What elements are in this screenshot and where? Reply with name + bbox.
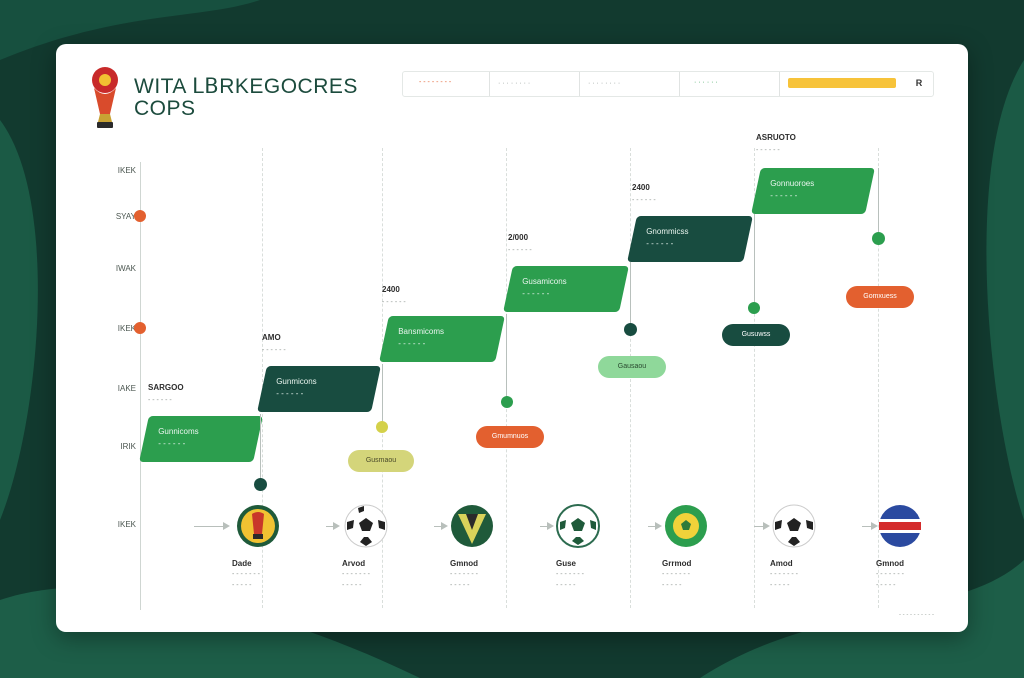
team-label: Arvod- - - - - - -- - - - - [342, 559, 370, 589]
milestone-dot [376, 421, 388, 433]
toolbar-item-2[interactable]: · · · · · · · · [489, 72, 530, 96]
stage-box[interactable]: Gnommicss - - - - - - [627, 216, 753, 262]
timeline-card: WITA 𝖫𝖡RKEGOCRES COPS - - - - - - - - · … [56, 44, 968, 632]
flow-arrow [434, 522, 448, 530]
page-title: WITA 𝖫𝖡RKEGOCRES COPS [134, 76, 358, 120]
team-label: Guse- - - - - - -- - - - - [556, 559, 584, 589]
status-pill[interactable]: Gausaou [598, 356, 666, 378]
stage-heading: SARGOO- - - - - - [148, 383, 184, 404]
y-label: IAKE [117, 384, 136, 393]
stage-box[interactable]: Gonnuoroes - - - - - - [751, 168, 875, 214]
team-label: Dade- - - - - - -- - - - - [232, 559, 260, 589]
y-label: IRIK [120, 442, 136, 451]
title-line-2: COPS [134, 97, 196, 120]
milestone-dot [501, 396, 513, 408]
toolbar-logo[interactable]: R [915, 78, 923, 88]
connector-line [754, 214, 755, 306]
milestone-dot [624, 323, 637, 336]
stage-box[interactable]: Bansmicoms - - - - - - [379, 316, 505, 362]
y-label: IWAK [115, 264, 136, 273]
grid-line [878, 148, 879, 608]
team-label: Gmnod- - - - - - -- - - - - [450, 559, 478, 589]
status-pill[interactable]: Gmumnuos [476, 426, 544, 448]
milestone-dot [872, 232, 885, 245]
world-cup-logo [92, 67, 118, 128]
toolbar-item-5[interactable] [779, 72, 896, 96]
team-label: Grrmod- - - - - - -- - - - - [662, 559, 692, 589]
footnote: - - - - - - - - - - [899, 612, 934, 618]
milestone-dot [748, 302, 760, 314]
toolbar-item-3[interactable]: · · · · · · · · [579, 72, 620, 96]
toolbar-item-1[interactable]: - - - - - - - - [419, 79, 452, 87]
yellow-ball-icon[interactable] [664, 504, 708, 548]
status-pill[interactable]: Gusmaou [348, 450, 414, 472]
soccer-ball-icon[interactable] [556, 504, 600, 548]
flag-ball-icon[interactable] [878, 504, 922, 548]
connector-line [630, 262, 631, 326]
status-pill[interactable]: Gusuwss [722, 324, 790, 346]
trophy-icon[interactable] [236, 504, 280, 548]
y-label: IKEK [117, 166, 136, 175]
connector-line [260, 414, 261, 484]
flow-arrow [862, 522, 878, 530]
stage-heading: 2400- - - - - - [382, 285, 406, 306]
y-label: SYAY [115, 212, 136, 221]
y-axis [140, 162, 141, 610]
team-label: Gmnod- - - - - - -- - - - - [876, 559, 904, 589]
team-label: Amod- - - - - - -- - - - - [770, 559, 798, 589]
striped-ball-icon[interactable] [450, 504, 494, 548]
flow-arrow [648, 522, 662, 530]
stage-box[interactable]: Gunmicons - - - - - - [257, 366, 381, 412]
milestone-dot [254, 478, 267, 491]
flow-arrow [754, 522, 770, 530]
stage-heading: ASRUOTO- - - - - - [756, 133, 796, 154]
grid-line [754, 148, 755, 608]
status-pill[interactable]: Gomxuess [846, 286, 914, 308]
grid-line [630, 148, 631, 608]
y-marker-dot [134, 322, 146, 334]
connector-line [382, 364, 383, 428]
y-label: IKEK [117, 520, 136, 529]
y-label: IKEK [117, 324, 136, 333]
soccer-ball-icon[interactable] [772, 504, 816, 548]
soccer-ball-icon[interactable] [344, 504, 388, 548]
y-marker-dot [134, 210, 146, 222]
stage-heading: AMO- - - - - - [262, 333, 286, 354]
stage-heading: 2/000- - - - - - [508, 233, 532, 254]
top-toolbar: - - - - - - - - · · · · · · · · · · · · … [402, 71, 934, 97]
stage-box[interactable]: Gunnicoms - - - - - - [139, 416, 263, 462]
title-line-1: WITA 𝖫𝖡RKEGOCRES [134, 75, 358, 98]
flow-arrow [326, 522, 340, 530]
connector-line [878, 168, 879, 238]
toolbar-item-4[interactable]: · · · · · · [679, 72, 724, 96]
flow-arrow [540, 522, 554, 530]
stage-heading: 2400- - - - - - [632, 183, 656, 204]
grid-line [262, 148, 263, 608]
connector-line [506, 314, 507, 402]
flow-arrow [194, 522, 230, 530]
stage-box[interactable]: Gusamicons - - - - - - [503, 266, 629, 312]
